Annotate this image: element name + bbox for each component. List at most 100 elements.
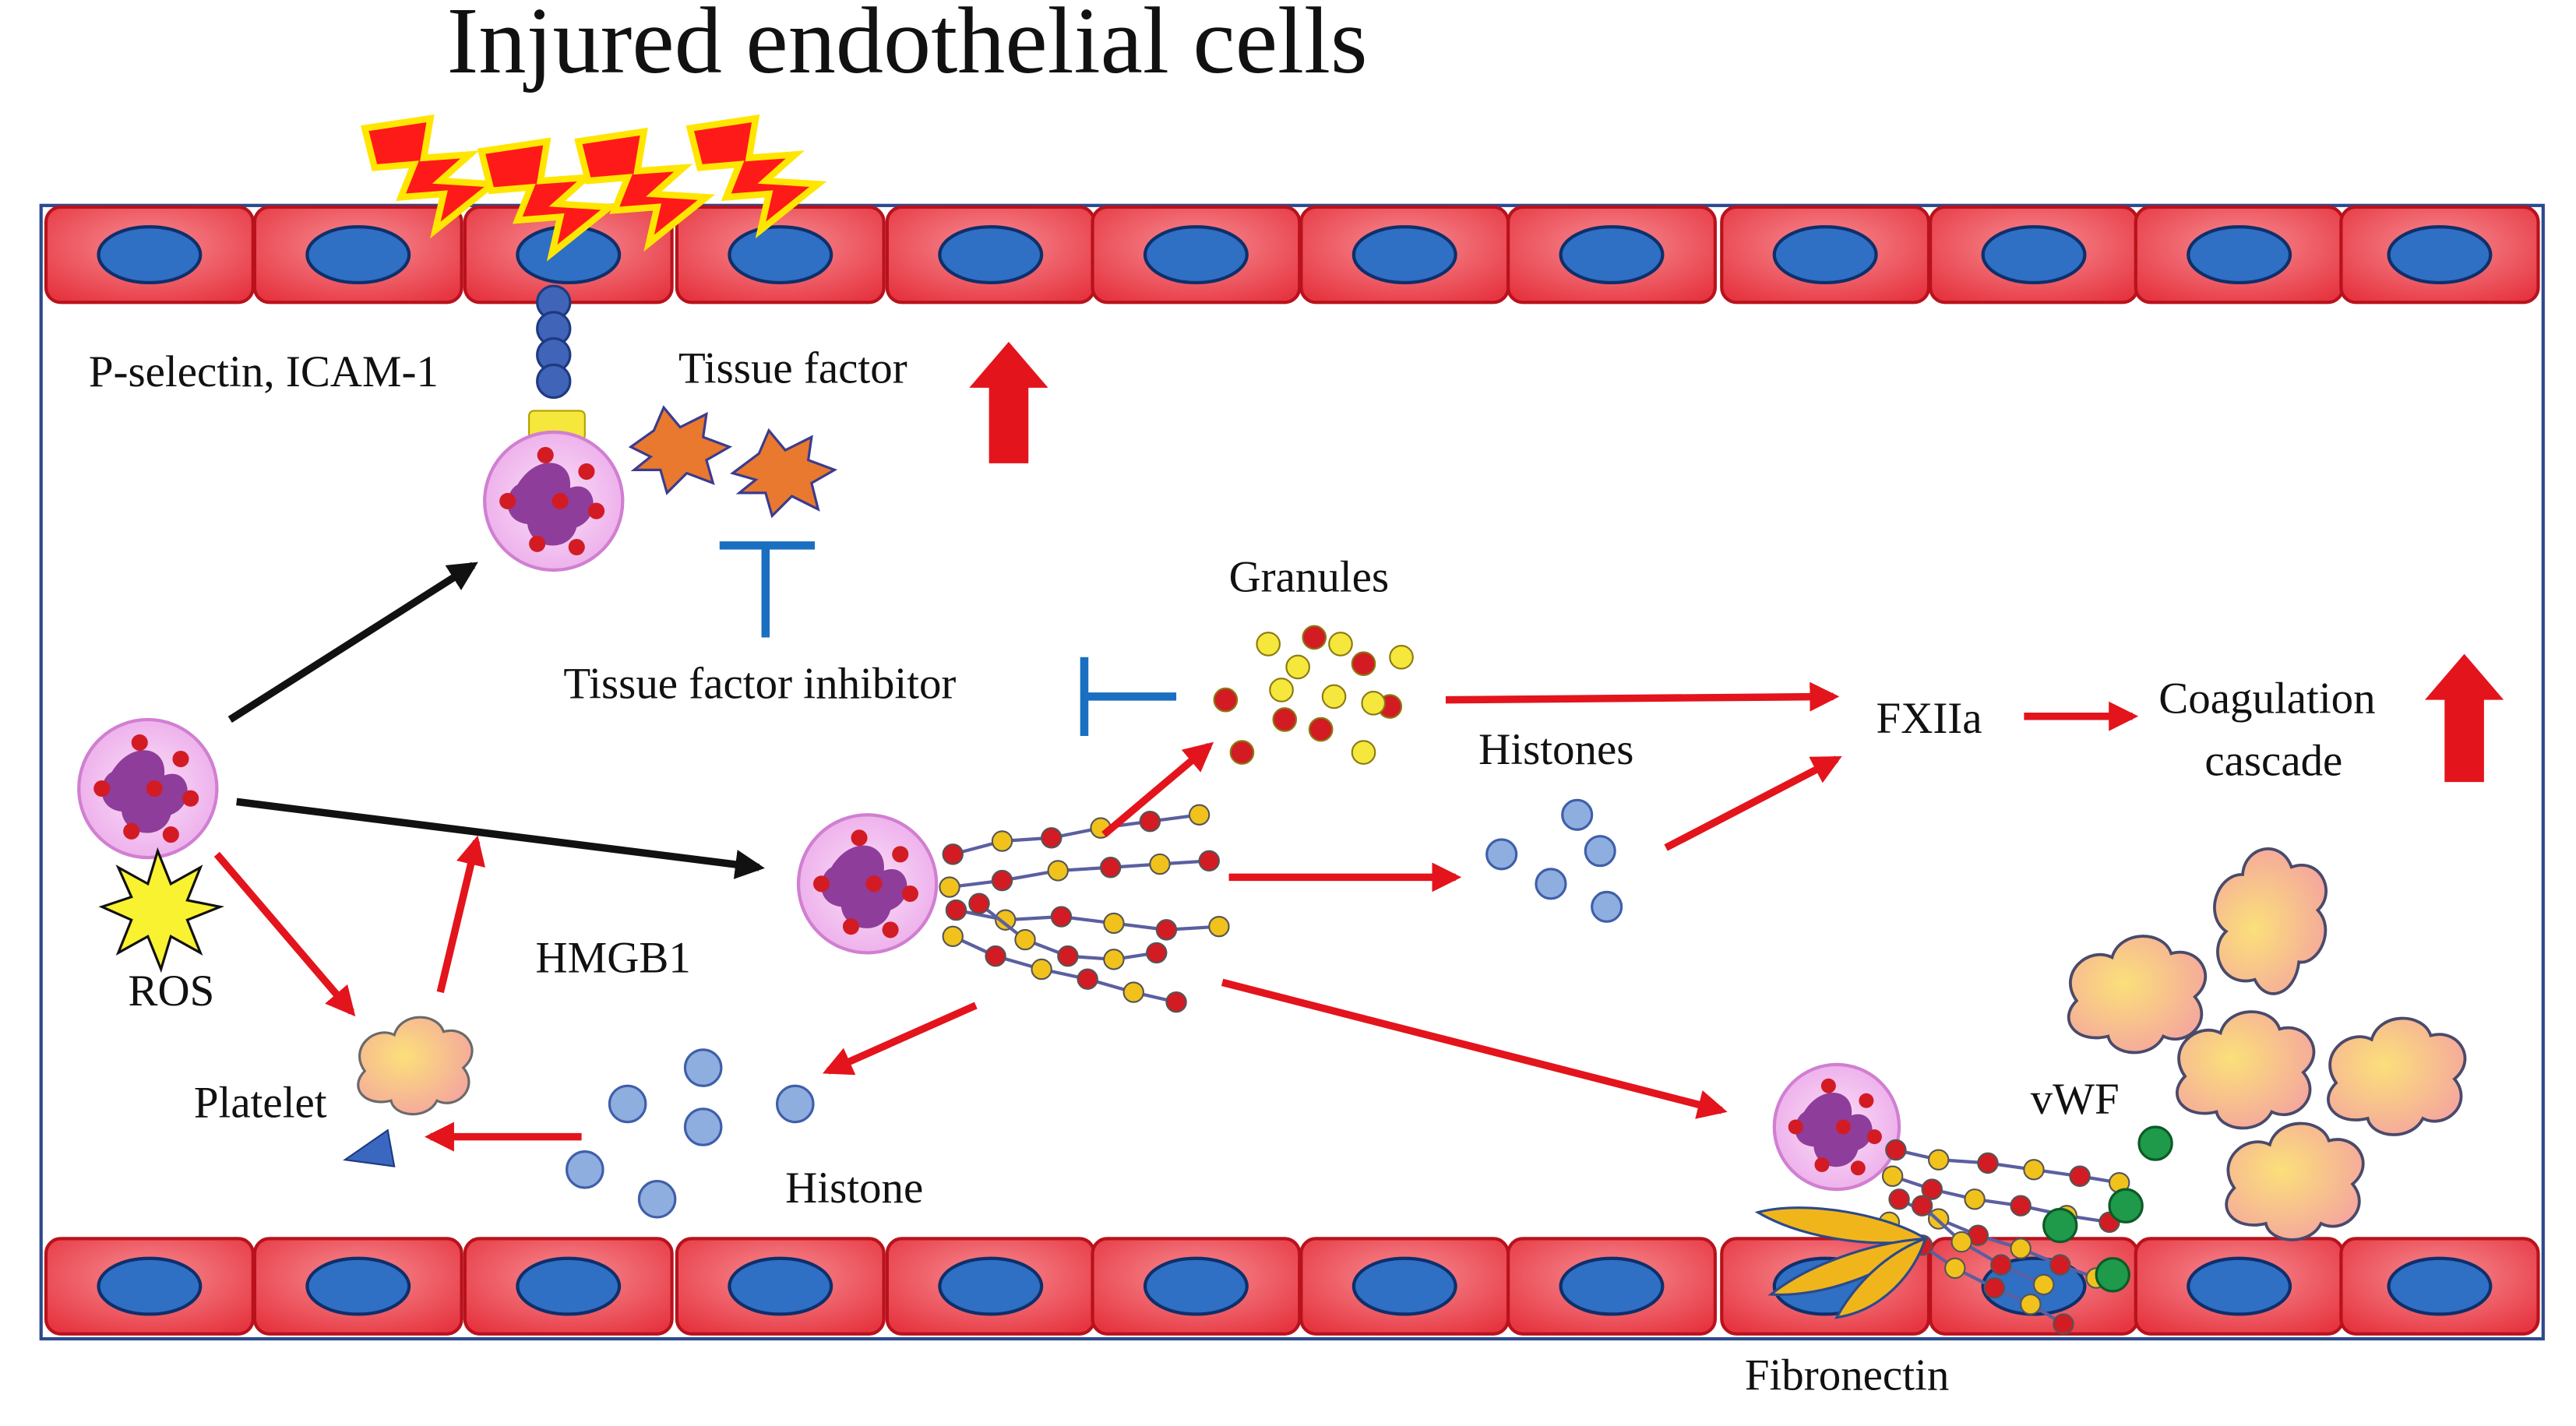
- endothelial-cell: [252, 205, 463, 305]
- pselectin-label: P-selectin, ICAM-1: [89, 347, 439, 396]
- endothelial-cell: [675, 205, 886, 305]
- arrow: [1445, 681, 1840, 712]
- nucleus: [728, 1256, 833, 1316]
- histones-label: Histones: [1478, 725, 1633, 774]
- endothelial-cell: [675, 1237, 886, 1336]
- lightning-icons: [360, 114, 827, 262]
- nucleus: [1772, 225, 1878, 285]
- net-bead: [2049, 1254, 2071, 1276]
- endothelial-cell: [2339, 1237, 2540, 1336]
- nucleus: [2187, 1256, 2292, 1316]
- net-bead: [1885, 1139, 1907, 1161]
- granules-label: Granules: [1229, 552, 1390, 601]
- platelet-label: Platelet: [194, 1078, 327, 1127]
- neutrophil-icon: [77, 717, 219, 860]
- net-strands: [939, 804, 1230, 1013]
- bottom-endothelium: [44, 1237, 2540, 1336]
- neutrophil-icon: [796, 813, 939, 955]
- histones-cluster: [1485, 798, 1623, 923]
- net-bead: [2053, 1313, 2074, 1335]
- endothelial-cell: [1091, 1237, 1302, 1336]
- net-bead: [1122, 981, 1144, 1003]
- nucleus: [1143, 225, 1249, 285]
- net-bead: [1031, 958, 1052, 981]
- net-bead: [1103, 912, 1125, 935]
- net-bead: [1944, 1257, 1966, 1280]
- net-bead: [985, 945, 1006, 967]
- net-bead: [1198, 850, 1220, 872]
- net-bead: [1100, 857, 1122, 878]
- endothelial-cell: [1506, 1237, 1717, 1336]
- arrow: [213, 851, 356, 1017]
- vwf-label: vWF: [2031, 1075, 2120, 1124]
- platelet-cluster: [2067, 847, 2467, 1241]
- nucleus: [97, 225, 203, 285]
- nucleus: [938, 225, 1044, 285]
- neutrophil-icon: [1772, 1062, 1901, 1192]
- granules-cluster: [1213, 625, 1414, 765]
- endothelial-cell: [463, 1237, 674, 1336]
- endothelial-cell: [44, 1237, 255, 1336]
- histone-cluster: [566, 1048, 815, 1219]
- coagulation-label: Coagulation: [2158, 674, 2375, 724]
- endothelial-cell: [885, 1237, 1096, 1336]
- net-strands: [1878, 1139, 2130, 1335]
- endothelial-cell: [252, 1237, 463, 1336]
- arrow: [236, 798, 765, 879]
- lightning-icon: [360, 114, 502, 239]
- net-bead: [1927, 1149, 1950, 1171]
- vwf-dots: [2042, 1125, 2173, 1293]
- inhibit-icon: [719, 541, 816, 638]
- net-bead: [1888, 1188, 1910, 1210]
- net-bead: [1050, 906, 1073, 928]
- nucleus: [305, 1256, 411, 1316]
- nucleus: [516, 1256, 622, 1316]
- arrows: [213, 562, 2139, 1152]
- nucleus: [1559, 225, 1665, 285]
- nucleus: [305, 225, 411, 285]
- net-bead: [1146, 942, 1168, 964]
- net-bead: [1977, 1152, 1999, 1174]
- net-bead: [942, 925, 964, 948]
- lightning-icon: [477, 137, 618, 262]
- lightning-icon: [685, 114, 827, 239]
- ros-label: ROS: [129, 967, 215, 1016]
- net-bead: [1014, 928, 1036, 951]
- net-fiber: [952, 813, 1200, 856]
- arrow: [436, 835, 486, 994]
- net-bead: [2032, 1273, 2055, 1296]
- lightning-icon: [574, 127, 716, 252]
- net-bead: [1881, 1165, 1904, 1187]
- endothelial-cell: [1299, 205, 1510, 305]
- net-bead: [995, 909, 1017, 931]
- net-bead: [1911, 1195, 1933, 1217]
- net-bead: [1077, 968, 1098, 990]
- nucleus: [1143, 1256, 1249, 1316]
- nucleus: [97, 1256, 203, 1316]
- fibronectin-label: Fibronectin: [1745, 1350, 1950, 1400]
- endothelial-cell: [1299, 1237, 1510, 1336]
- net-bead: [939, 876, 960, 898]
- tf-inhibitor-label: Tissue factor inhibitor: [563, 660, 956, 709]
- net-fiber: [1921, 1204, 2045, 1287]
- net-bead: [2010, 1238, 2032, 1259]
- net-bead: [991, 830, 1013, 852]
- net-bead: [1951, 1231, 1972, 1253]
- nucleus: [938, 1256, 1044, 1316]
- net-bead: [1149, 853, 1171, 875]
- net-bead: [1208, 915, 1230, 938]
- net-bead: [1188, 804, 1210, 826]
- neutrophil-icon: [483, 430, 625, 572]
- net-bead: [1139, 810, 1161, 833]
- pselectin-receptor: [528, 284, 586, 442]
- nucleus: [728, 225, 833, 285]
- injured-label: Injured endothelial cells: [447, 0, 1368, 93]
- ros-burst-icon: [98, 847, 225, 974]
- net-bead: [1990, 1254, 2012, 1276]
- endothelial-cell: [44, 205, 255, 305]
- arrow: [823, 1002, 978, 1076]
- platelet-receptor-icon: [343, 1128, 396, 1167]
- nucleus: [2187, 225, 2292, 285]
- up-arrow-icon: [2424, 653, 2504, 783]
